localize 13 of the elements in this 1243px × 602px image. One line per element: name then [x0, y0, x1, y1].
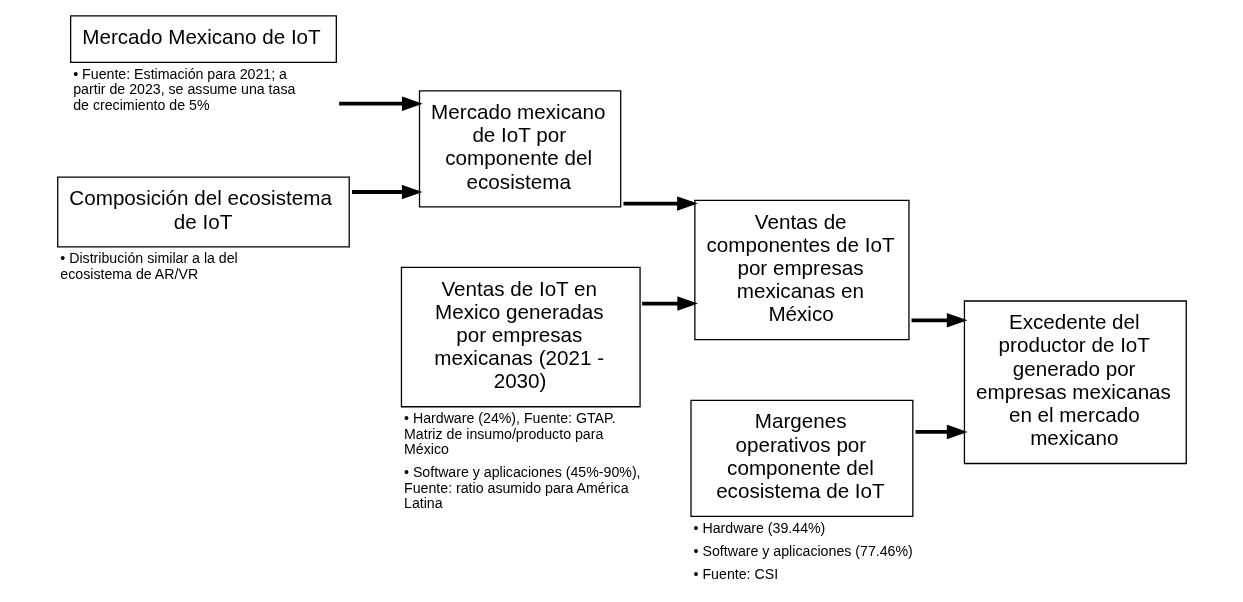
node-label: • Hardware (24%), Fuente: GTAP. Matriz de insumo/producto para México	[403, 410, 616, 458]
node-label: • Fuente: CSI	[693, 566, 778, 583]
node-label: • Distribución similar a la del ecosistema de AR/VR	[59, 250, 238, 282]
arrow	[641, 296, 698, 311]
node-label: • Fuente: Estimación para 2021; a partir de 2023, se assume una tasa de crecimiento de 5%	[72, 65, 295, 113]
node-label: • Software y aplicaciones (45%-90%), Fuente: ratio asumido para América Latina	[403, 464, 641, 512]
node-label: • Hardware (39.44%)	[693, 519, 825, 536]
node-label: • Software y aplicaciones (77.46%)	[693, 543, 913, 560]
arrow	[622, 196, 698, 211]
arrow	[338, 96, 423, 111]
arrow	[911, 313, 968, 328]
arrow	[915, 424, 968, 440]
arrow	[351, 184, 423, 200]
